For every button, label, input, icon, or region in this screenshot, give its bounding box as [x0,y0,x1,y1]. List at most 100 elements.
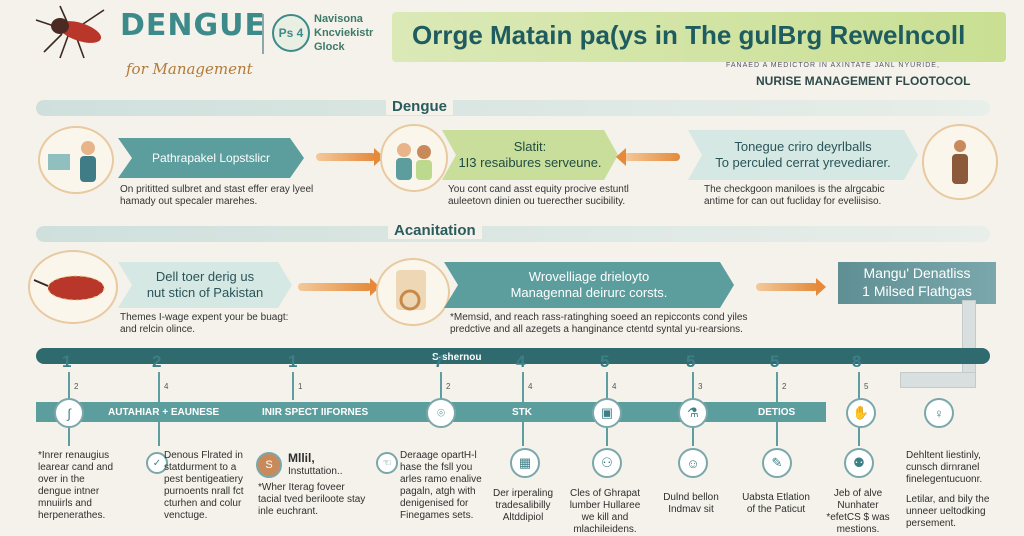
step-number-3: 1 [288,352,298,371]
bottom-col-5: Der irperaling tradesalibilly Altddipiol [492,488,554,523]
pipe-illustration-icon [962,300,976,382]
small-number-9: 5 [864,382,869,391]
subtitle-small: FANAED A MEDICTOR IN AXINTATE JANL NYURI… [726,62,940,69]
small-number-2: 4 [164,382,169,391]
bottom-col-6: Cles of Ghrapat lumber Hullaree we kill … [569,488,641,535]
ribbon-step-5-line-2: Managennal deirurc corsts. [510,285,668,300]
badge-line-3: Glock [314,41,345,53]
strip-label-2: INIR SPECT IIFORNES [262,407,369,418]
face-icon: ☺ [678,448,708,478]
small-number-6: 4 [612,382,617,391]
lab-flask-icon: ⚗ [678,398,708,428]
ribbon-step-3-line-1: Tonegue criro deyrlballs [734,139,872,154]
step-number-8: 5 [770,352,780,371]
bottom-col-3-title: Mllil, [288,451,315,465]
bottom-col-9: Jeb of alve Nunhater *efetCS $ was mesti… [826,488,890,535]
ribbon-step-2-line-2: 1I3 resaibures serveune. [458,155,602,170]
group-icon: ⚉ [844,448,874,478]
desc-step-4: Themes I-wage expent your be buagt: and … [120,312,289,335]
bottom-col-2: Denous Flrated in statdurment to a pest … [164,450,244,521]
arrow-4-icon [756,278,826,296]
ribbon-step-2-line-1: Slatit: [513,139,547,154]
outcome-box: Mangu' Denatliss 1 Milsed Flathgas [838,262,996,304]
small-number-1: 2 [74,382,79,391]
s-badge-icon: S [256,452,282,478]
desc-step-3: The checkgoon maniloes is the alrgcabic … [704,184,885,207]
tick-4 [440,372,442,400]
step-number-6: 5 [600,352,610,371]
section-label-acanitation: Acanitation [388,222,482,239]
timeline-label: S-shernou [432,352,482,363]
check-icon: ✓ [146,452,168,474]
mosquito-illustration-icon [28,250,118,324]
desc-step-5: *Memsid, and reach rass-ratinghing soeed… [450,312,748,335]
small-number-4: 2 [446,382,451,391]
step-number-7: 5 [686,352,696,371]
ribbon-step-2: Slatit: 1I3 resaibures serveune. [442,130,618,180]
badge-line-2: Kncviekistr [314,27,374,39]
ribbon-step-3: Tonegue criro deyrlballs To perculed cer… [688,130,918,180]
step-number-9: 8 [852,352,862,371]
step-number-5: 4 [516,352,526,371]
strip-label-4: DETIOS [758,407,796,418]
title-banner [392,12,1006,62]
header-divider [262,14,264,54]
hand-icon: ☜ [376,452,398,474]
ribbon-step-1: Pathrapakel Lopstslicr [118,138,304,178]
team-illustration-icon [380,124,448,192]
banner-title: Orrge Matain pa(ys in The gulBrg Rewelnc… [412,20,966,50]
bottom-col-10-a: Dehltent liestinly, cunsch dirnranel fin… [906,450,983,485]
strip-label-1: AUTAHIAR + EAUNESE [108,407,220,418]
bottom-col-4: Deraage opartH-l hase the fsll you arles… [400,450,482,521]
ribbon-step-1-label: Pathrapakel Lopstslicr [151,151,271,165]
logo-subtitle: for Management [126,60,253,78]
badge-text: Navisona Kncviekistr Glock [314,12,373,54]
hands-icon: ✋ [846,398,876,428]
small-number-5: 4 [528,382,533,391]
syringe-icon: ✎ [762,448,792,478]
ribbon-step-4: Dell toer derig us nut sticn of Pakistan [118,262,292,308]
equipment-illustration-icon [376,258,450,326]
section-label-dengue: Dengue [386,98,454,115]
rack-icon: ▦ [510,448,540,478]
people-icon: ⚇ [592,448,622,478]
step-number-1: 1 [62,352,72,371]
outcome-box-line-2: 1 Milsed Flathgas [862,283,972,299]
bottom-col-7: Dulnd bellon Indmav sit [663,492,719,515]
step-number-4: 7 [434,352,444,371]
ribbon-step-3-line-2: To perculed cerrat yrevediarer. [715,155,891,170]
logo-title: DENGUE [120,8,266,43]
outcome-box-line-1: Mangu' Denatliss [863,265,971,281]
small-number-7: 3 [698,382,703,391]
badge-line-1: Navisona [314,13,363,25]
desc-step-1: On prititted sulbret and stast effer era… [120,184,314,207]
arrow-2-icon [616,148,680,166]
insect-icon: ∫ [54,398,84,428]
strip-label-3: STK [512,407,532,418]
arrow-1-icon [316,148,384,166]
mosquito-logo-icon [24,2,114,62]
badge-icon: Ps 4 [272,14,310,52]
tick-3 [292,372,294,400]
section-bar-dengue [36,100,990,116]
location-pin-icon: ⌾ [426,398,456,428]
desc-step-2: You cont cand asst equity procive estunt… [448,184,629,207]
bottom-col-3-sub: Instuttation.. [288,466,343,477]
ribbon-step-4-line-2: nut sticn of Pakistan [146,285,264,300]
ribbon-step-4-line-1: Dell toer derig us [155,269,255,284]
pipe-illustration-elbow [900,372,976,388]
bottom-col-3-desc: *Wher Iterag foveer tacial tved beriloot… [258,482,366,517]
step-number-2: 2 [152,352,162,371]
section-bar-acanitation [36,226,990,242]
bottom-col-10-b: Letilar, and bily the unneer ueltodking … [906,494,990,529]
bottom-col-8: Uabsta Etlation of the Paticut [742,492,810,515]
timeline-bar [36,348,990,364]
ribbon-step-5: Wrovelliage drieloyto Managennal deirurc… [444,262,734,308]
doctor-illustration-icon [38,126,114,194]
small-number-3: 1 [298,382,303,391]
bottom-col-1: *Inrer renaugius learear cand and over i… [38,450,114,521]
ribbon-step-5-line-1: Wrovelliage drieloyto [528,269,650,284]
nurse-illustration-icon [922,124,998,200]
arrow-3-icon [298,278,380,296]
nurse-icon: ♀ [924,398,954,428]
